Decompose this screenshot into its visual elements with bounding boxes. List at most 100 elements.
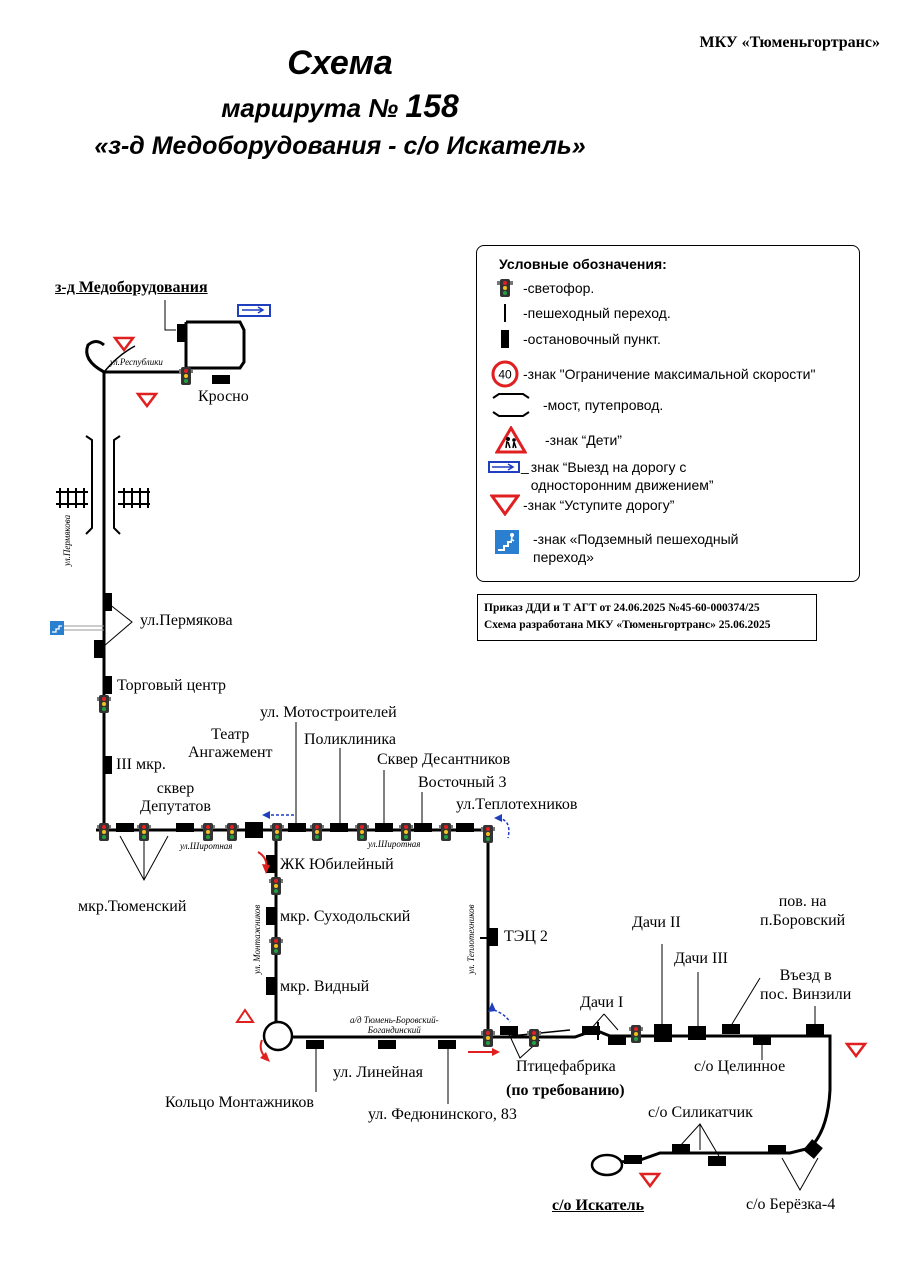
bridge-right xyxy=(113,435,121,535)
one-way-exit-sign-icon xyxy=(487,458,521,473)
speed-limit-sign-icon: 40 xyxy=(487,360,523,388)
bus-stop xyxy=(438,1040,456,1049)
traffic-light-icon xyxy=(270,823,284,841)
bridge-left xyxy=(85,435,93,535)
yield-sign-icon xyxy=(487,494,523,516)
traffic-light-icon xyxy=(310,823,324,841)
bus-stop xyxy=(176,823,194,832)
route-endpoints: «з-д Медоборудования - с/о Искатель» xyxy=(94,132,586,160)
bus-stop xyxy=(116,823,134,832)
stop-label-ptitsefabrika: Птицефабрика xyxy=(516,1058,616,1075)
arrow-blue-curve-top-head xyxy=(494,814,502,822)
legend-text-crossing: -пешеходный переход. xyxy=(523,305,671,321)
legend-text-stop: -остановочный пункт. xyxy=(523,331,661,347)
yield-sign-icon xyxy=(844,1042,868,1059)
street-label-shirotnaya-right: ул.Широтная xyxy=(368,839,421,849)
traffic-light-icon xyxy=(481,825,495,843)
arrow-red-roundabout-head xyxy=(260,1052,270,1062)
bus-stop xyxy=(608,1036,626,1045)
leader-silikatchik xyxy=(679,1123,721,1159)
underground-crossing-sign-icon xyxy=(50,621,104,635)
stop-label-yubileyny: ЖК Юбилейный xyxy=(280,856,394,873)
bus-stop xyxy=(624,1155,642,1164)
bus-stop xyxy=(288,823,306,832)
arrow-blue-left-head xyxy=(262,811,270,819)
leader-permyakova xyxy=(103,599,133,647)
stop-label-beryozka4: с/о Берёзка-4 xyxy=(746,1196,836,1213)
stop-label-tyumensky: мкр.Тюменский xyxy=(78,898,187,915)
stop-label-vostochny3: Восточный 3 xyxy=(418,774,507,791)
bus-stop xyxy=(672,1144,690,1153)
street-label-montazhnikov: ул. Монтажников xyxy=(252,904,262,974)
traffic-light-icon xyxy=(269,937,283,955)
bus-stop xyxy=(375,823,393,832)
arrow-blue-curve-bottom xyxy=(493,1009,511,1023)
order-line-1: Приказ ДДИ и Т АГТ от 24.06.2025 №45-60-… xyxy=(484,602,760,614)
bus-stop xyxy=(688,1026,706,1040)
leader-tyumensky xyxy=(119,835,169,882)
bus-stop xyxy=(330,823,348,832)
leader-beryozka xyxy=(781,1157,819,1192)
traffic-light-icon xyxy=(527,1029,541,1047)
stop-label-dachi2: Дачи II xyxy=(632,914,681,931)
street-label-teplotekhnikov: ул. Теплотехников xyxy=(466,904,476,975)
street-label-permyakova: ул.Пермякова xyxy=(62,514,72,566)
bridge-marks xyxy=(56,435,150,535)
bus-stop xyxy=(266,977,275,995)
stop-label-fedyuninskogo: ул. Федюнинского, 83 xyxy=(368,1106,517,1123)
legend-row-speed: 40 -знак "Ограничение максимальной скоро… xyxy=(487,360,815,388)
bridge-icon xyxy=(487,392,535,418)
legend-row-oneway: _ знак “Выезд на дорогу с односторонним … xyxy=(487,458,731,494)
stop-label-sukhodolsky: мкр. Суходольский xyxy=(280,908,411,925)
yield-sign-icon xyxy=(112,336,136,353)
stop-label-lineynaya: ул. Линейная xyxy=(333,1064,423,1081)
road-borovsky xyxy=(292,1028,832,1165)
road-respubliki-turn-2 xyxy=(103,345,136,373)
road-factory-loop xyxy=(184,320,246,370)
bus-stop xyxy=(245,822,263,838)
traffic-light-icon xyxy=(137,823,151,841)
legend-text-underground: -знак «Подземный пешеходный переход» xyxy=(533,531,739,566)
bus-stop xyxy=(753,1036,771,1045)
legend-row-bridge: -мост, путепровод. xyxy=(487,392,663,418)
bus-stop xyxy=(414,823,432,832)
traffic-light-icon xyxy=(97,823,111,841)
stop-label-dachi1: Дачи I xyxy=(580,994,624,1011)
bus-stop xyxy=(94,640,103,658)
legend-row-children: -знак “Дети” xyxy=(487,426,622,454)
bus-stop xyxy=(177,324,186,342)
yield-sign-icon xyxy=(135,392,159,409)
arrow-blue-curve-top xyxy=(497,817,510,839)
arrow-red-right-head xyxy=(492,1048,500,1056)
traffic-light-icon xyxy=(97,695,111,713)
legend-row-traffic-light: -светофор. xyxy=(487,278,594,298)
stop-label-dachi3: Дачи III xyxy=(674,950,728,967)
bus-stop xyxy=(803,1139,823,1159)
bus-stop xyxy=(722,1024,740,1034)
bus-stop xyxy=(654,1024,672,1042)
underground-crossing-sign-icon xyxy=(487,530,527,554)
route-number: 158 xyxy=(405,88,459,124)
direction-arrows xyxy=(257,811,511,1062)
traffic-light-icon xyxy=(439,823,453,841)
legend-text-traffic-light: -светофор. xyxy=(523,279,595,296)
legend-row-crossing: -пешеходный переход. xyxy=(487,304,671,323)
legend-text-children: -знак “Дети” xyxy=(545,431,622,448)
legend-text-yield: -знак “Уступите дорогу” xyxy=(523,496,675,513)
traffic-light-icon xyxy=(225,823,239,841)
bus-stop xyxy=(708,1156,726,1166)
leader-borovsky xyxy=(731,977,761,1025)
organization-name: МКУ «Тюменьгортранс» xyxy=(699,34,880,51)
stop-label-skver-desantnikov: Сквер Десантников xyxy=(377,751,511,768)
stop-label-silikatchik: с/о Силикатчик xyxy=(648,1104,753,1121)
bus-stop xyxy=(582,1026,600,1035)
bus-stop xyxy=(103,756,112,774)
route-subtitle: маршрута № 158 xyxy=(190,88,490,125)
bus-stop xyxy=(500,1026,518,1035)
bus-stop xyxy=(456,823,474,832)
stop-label-pov-borovsky: пов. на п.Боровский xyxy=(760,893,846,930)
terminal-loop-end xyxy=(590,1153,624,1177)
bus-stop xyxy=(806,1024,824,1035)
bus-stop xyxy=(266,907,275,925)
